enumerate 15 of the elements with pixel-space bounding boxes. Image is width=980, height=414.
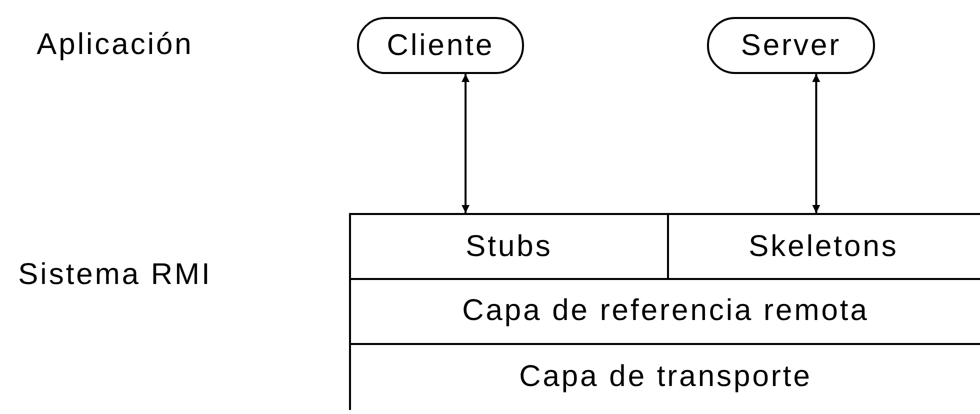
rounded-box <box>357 17 524 74</box>
layer-label: Sistema RMI <box>17 258 213 292</box>
layer-label: Aplicación <box>36 28 194 62</box>
layer-box <box>349 213 669 280</box>
double-arrow <box>462 74 470 213</box>
double-arrow <box>812 74 820 213</box>
node-text: Capa de transporte <box>519 360 812 394</box>
node-text: Server <box>740 28 842 62</box>
node-text: Capa de referencia remota <box>462 294 869 328</box>
layer-box <box>349 278 980 345</box>
node-text: Skeletons <box>748 230 898 264</box>
node-text: Stubs <box>466 230 552 264</box>
rounded-box <box>707 17 875 74</box>
node-text: Cliente <box>386 28 494 62</box>
layer-box <box>667 213 980 280</box>
